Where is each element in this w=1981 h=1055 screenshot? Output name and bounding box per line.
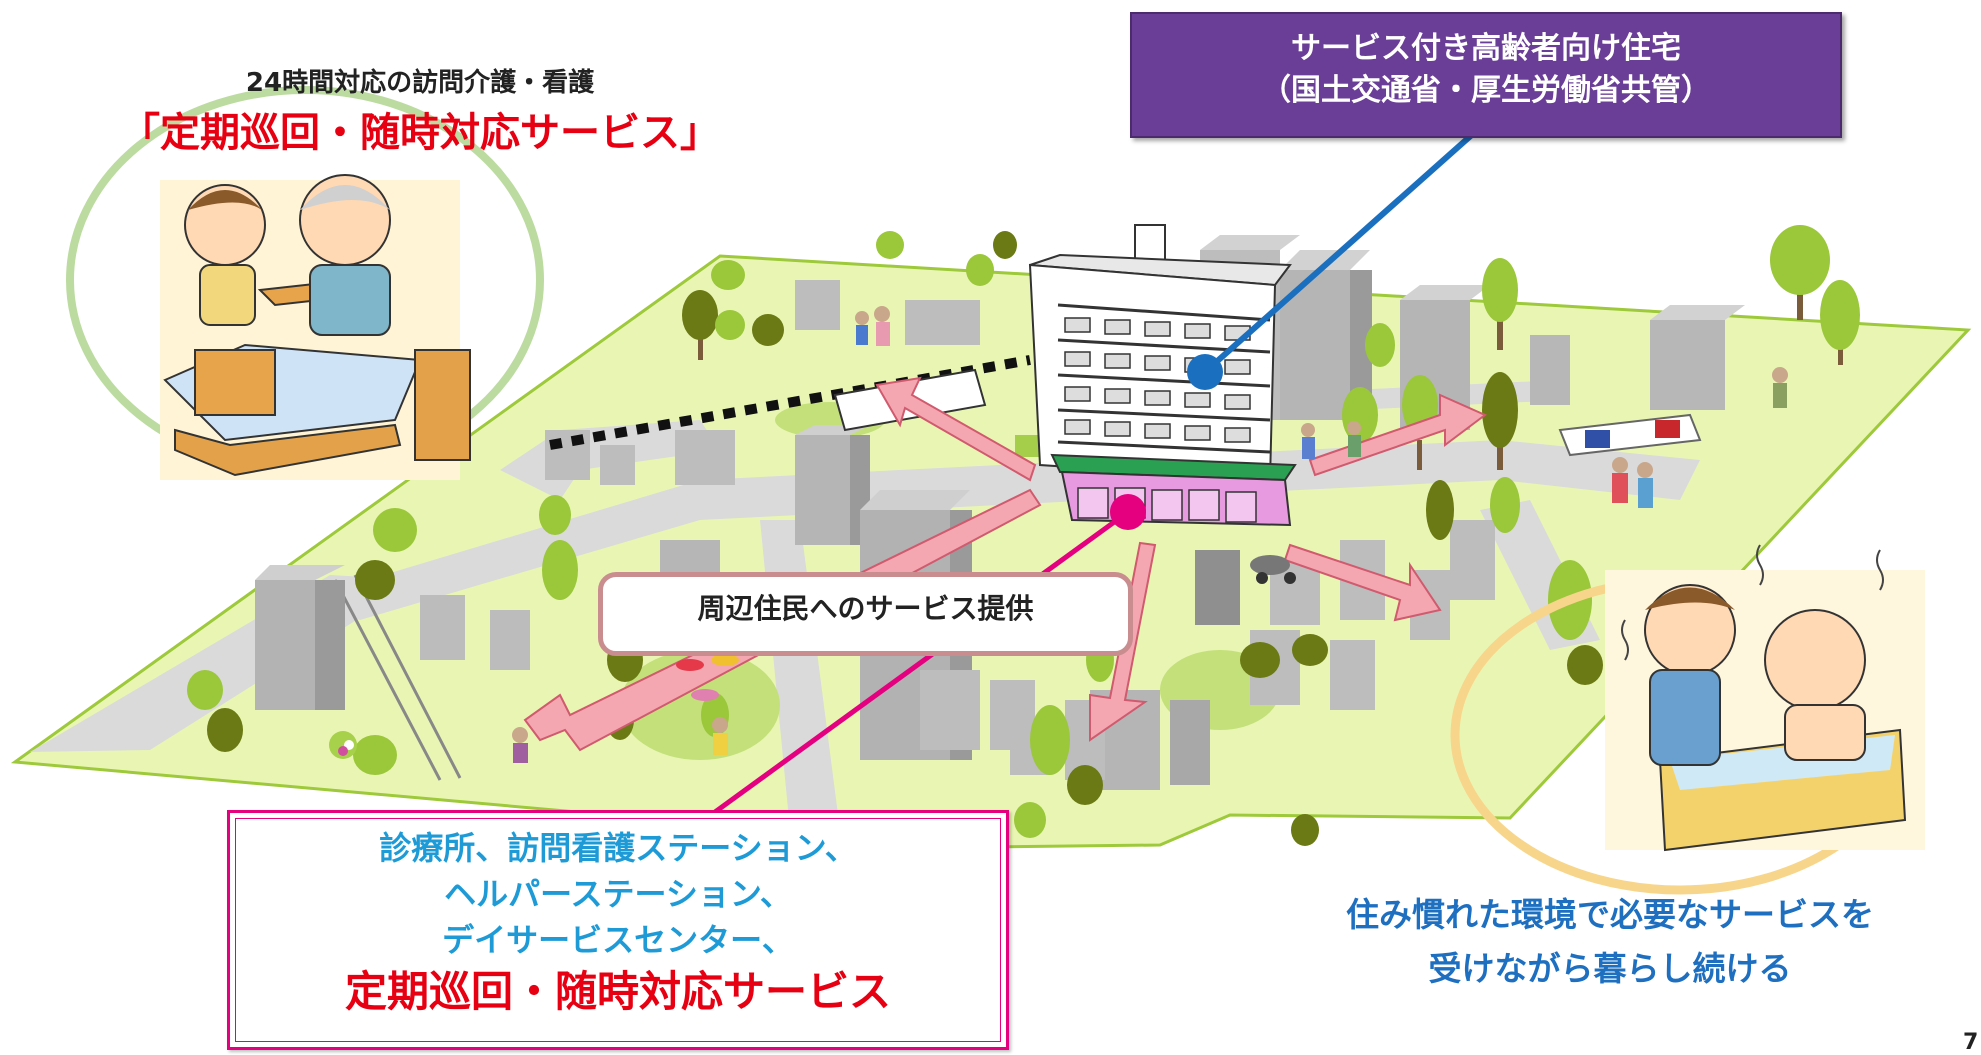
service-subtitle: 24時間対応の訪問介護・看護 <box>245 68 595 98</box>
tree <box>1482 258 1518 350</box>
parasols <box>676 654 739 701</box>
connector-dot <box>1110 494 1146 530</box>
tree <box>682 290 718 360</box>
service-provision-label: 周辺住民へのサービス提供 <box>598 572 1133 656</box>
tree <box>1365 323 1395 367</box>
tree <box>187 670 243 752</box>
tree <box>876 231 994 286</box>
tree <box>539 495 578 600</box>
tree <box>1342 387 1378 443</box>
housing-title-line1: サービス付き高齢者向け住宅 <box>1291 31 1681 66</box>
housing-title-line2: （国土交通省・厚生労働省共管） <box>1261 73 1711 108</box>
bathing-illustration <box>1450 544 1925 895</box>
tree <box>1820 280 1860 365</box>
page-number: 7 <box>1963 1030 1979 1055</box>
connector-line <box>1203 129 1477 375</box>
gray-building <box>795 280 980 345</box>
tree <box>1770 225 1830 320</box>
tree <box>1030 705 1103 805</box>
gray-building <box>795 425 870 545</box>
living-caption-line1: 住み慣れた環境で必要なサービスを <box>1346 895 1874 934</box>
tree <box>715 310 745 340</box>
care-meal-illustration <box>66 86 544 480</box>
housing-title-box: サービス付き高齢者向け住宅 （国土交通省・厚生労働省共管） <box>1130 12 1842 138</box>
tree <box>1426 477 1520 540</box>
connector-dot <box>1187 354 1223 390</box>
service-title: 「定期巡回・随時対応サービス」 <box>120 110 720 156</box>
connector-line <box>713 509 1130 815</box>
railway <box>333 574 462 781</box>
gray-building <box>420 595 530 670</box>
tree <box>355 508 417 600</box>
tree <box>993 231 1017 259</box>
parking-lot <box>1558 413 1702 457</box>
people-figures <box>512 306 1788 763</box>
tree <box>1014 802 1319 846</box>
gray-building <box>1650 305 1745 410</box>
motorbike <box>1250 555 1296 584</box>
gray-building <box>1280 250 1372 420</box>
tree <box>752 314 784 346</box>
flowers <box>329 731 357 759</box>
facilities-box-inner: 診療所、訪問看護ステーション、 ヘルパーステーション、 デイサービスセンター、 … <box>235 818 1001 1042</box>
facilities-line: ヘルパーステーション、 <box>444 875 792 913</box>
living-caption-line2: 受けながら暮らし続ける <box>1428 949 1792 988</box>
gray-building <box>1530 335 1570 405</box>
facilities-box: 診療所、訪問看護ステーション、 ヘルパーステーション、 デイサービスセンター、 … <box>227 810 1009 1050</box>
arrow <box>875 376 1037 482</box>
tree <box>1240 634 1328 678</box>
tree <box>711 260 745 290</box>
facilities-line: 診療所、訪問看護ステーション、 <box>379 829 857 867</box>
facilities-line: デイサービスセンター、 <box>442 921 794 959</box>
arrow <box>1283 543 1442 622</box>
facilities-highlight: 定期巡回・随時対応サービス <box>344 967 891 1016</box>
gray-building <box>255 565 345 710</box>
elderly-housing-building <box>1028 224 1297 527</box>
tree <box>1482 372 1518 470</box>
